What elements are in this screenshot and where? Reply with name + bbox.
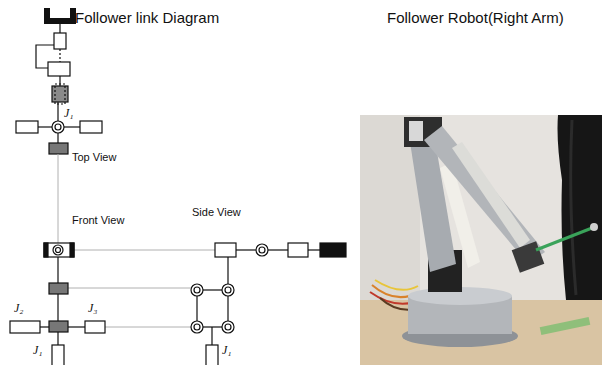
front-view-chain-part	[70, 243, 74, 257]
joint-label: J₃	[88, 302, 98, 316]
front-view-chain-part	[52, 345, 64, 365]
side-view-chain-part	[288, 243, 308, 257]
top-view-chain-part	[80, 121, 102, 133]
side-view-chain-part	[222, 284, 234, 296]
front-view-chain-part	[68, 326, 85, 327]
photo-title: Follower Robot(Right Arm)	[387, 9, 564, 26]
robot-photo-part	[424, 126, 545, 264]
front-view-chain-part	[85, 321, 105, 333]
side-view-chain	[191, 243, 346, 365]
front-view-chain-part	[44, 243, 74, 257]
robot-photo-part	[540, 317, 591, 335]
side-view-chain-part	[194, 324, 200, 330]
top-view-chain-part	[57, 102, 58, 121]
side-view-chain-part	[227, 257, 228, 284]
diagram-title: Follower link Diagram	[75, 9, 219, 26]
front-view-chain-part	[10, 321, 40, 333]
side-view-chain-part	[194, 287, 200, 293]
side-view-chain-part	[320, 243, 346, 257]
robot-photo-part	[409, 121, 423, 141]
side-view-chain-part	[256, 244, 268, 256]
front-view-chain-part	[40, 326, 49, 327]
top-view-chain-part	[54, 33, 66, 49]
side-view-chain-part	[211, 327, 212, 345]
robot-photo-part	[360, 115, 602, 365]
joint-label: J₂	[14, 302, 24, 316]
top-view-chain-part	[64, 126, 80, 127]
joint-label: J₁	[222, 344, 232, 358]
side-view-chain-part	[196, 296, 197, 321]
robot-photo-part	[558, 115, 603, 300]
front-view-chain-part	[57, 257, 58, 283]
top-view-chain-part	[55, 84, 65, 104]
front-view-chain-part	[49, 283, 68, 294]
robot-photo-part	[512, 241, 545, 272]
top-view-chain-part	[38, 126, 52, 127]
joint-label: J₁	[64, 107, 74, 121]
joint-label: J₁	[33, 344, 43, 358]
projection-lines-part	[74, 250, 215, 251]
front-view-chain-part	[53, 245, 63, 255]
side-view-chain-part	[191, 321, 203, 333]
top-view-chain	[16, 8, 102, 154]
top-view-chain-part	[48, 62, 70, 76]
projection-lines-part	[58, 154, 59, 243]
top-view-chain-part	[59, 24, 60, 33]
side-view-chain-part	[203, 289, 222, 290]
top-view-chain-part	[57, 133, 58, 143]
front-view-chain-part	[49, 321, 68, 332]
side-view-chain-part	[191, 284, 203, 296]
top-view-chain-part	[52, 121, 64, 133]
top-view-chain-part	[55, 124, 61, 130]
side-view-chain-part	[206, 345, 218, 365]
view-label: Front View	[72, 214, 124, 227]
robot-photo-part	[536, 228, 592, 250]
front-view-chain-part	[57, 332, 58, 345]
side-view-chain-part	[215, 243, 236, 257]
robot-photo-part	[375, 280, 418, 290]
top-view-chain-part	[16, 121, 38, 133]
robot-photo-part	[590, 223, 598, 231]
front-view-chain-part	[56, 248, 61, 253]
robot-photo-part	[452, 142, 530, 248]
front-view-chain-part	[44, 243, 48, 257]
front-view-chain-part	[57, 294, 58, 321]
side-view-chain-part	[222, 321, 234, 333]
view-label: Side View	[192, 206, 241, 219]
side-view-chain-part	[308, 249, 320, 250]
projection-lines-part	[105, 327, 191, 328]
front-view-chain	[10, 243, 105, 365]
robot-photo-part	[571, 120, 576, 295]
side-view-chain-part	[225, 287, 231, 293]
projection-lines	[58, 154, 215, 327]
side-view-chain-part	[227, 296, 228, 321]
projection-lines-part	[68, 288, 191, 289]
side-view-chain-part	[236, 249, 256, 250]
side-view-chain-part	[268, 249, 288, 250]
top-view-chain-part	[44, 8, 76, 24]
robot-photo	[360, 115, 602, 365]
side-view-chain-part	[225, 324, 231, 330]
top-view-chain-part	[49, 143, 68, 154]
view-label: Top View	[72, 151, 116, 164]
top-view-chain-part	[59, 49, 60, 62]
side-view-chain-part	[259, 247, 265, 253]
